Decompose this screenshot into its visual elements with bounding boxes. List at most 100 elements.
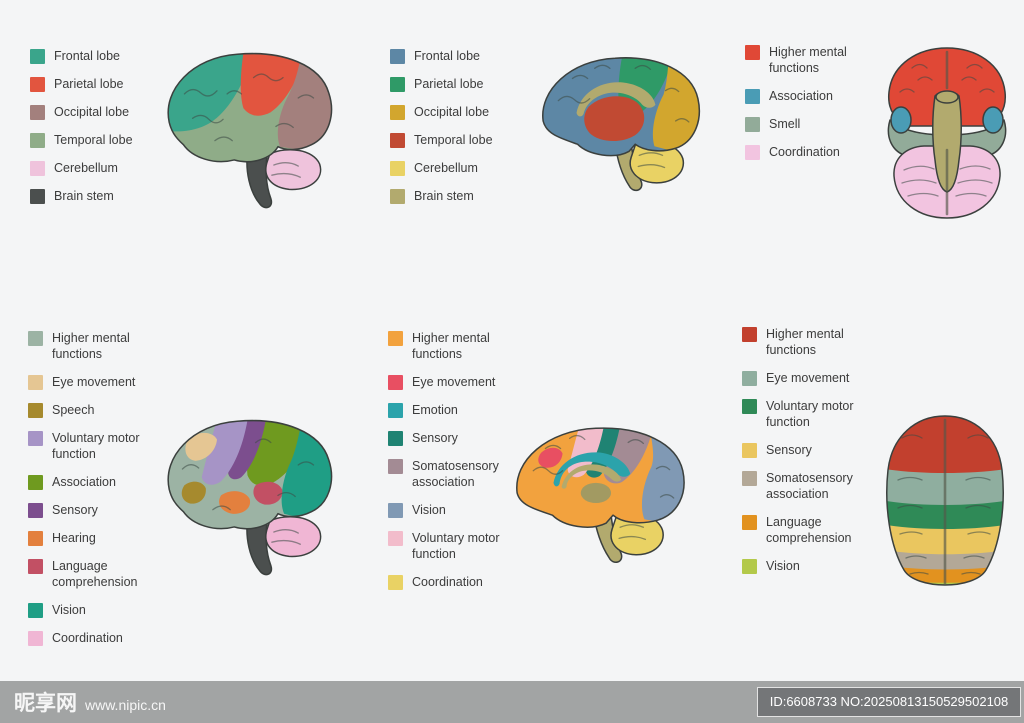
vision-region bbox=[281, 420, 332, 529]
legend-swatch bbox=[388, 503, 403, 518]
legend-label: Brain stem bbox=[414, 189, 474, 203]
legend-item: Parietal lobe bbox=[390, 76, 493, 92]
legend-item: Language comprehension bbox=[28, 558, 152, 590]
corpus-callosum-region bbox=[561, 464, 622, 489]
legend-swatch bbox=[388, 459, 403, 474]
legend-item: Association bbox=[28, 474, 152, 490]
legend-item: Somatosensory association bbox=[388, 458, 512, 490]
legend-swatch bbox=[28, 603, 43, 618]
hearing-region bbox=[219, 491, 251, 514]
legend-swatch bbox=[28, 475, 43, 490]
legend-swatch bbox=[742, 443, 757, 458]
legend-swatch bbox=[30, 77, 45, 92]
legend-swatch bbox=[742, 399, 757, 414]
legend-swatch bbox=[390, 189, 405, 204]
legend-item: Language comprehension bbox=[742, 514, 866, 546]
legend-label: Frontal lobe bbox=[414, 49, 481, 63]
legend-swatch bbox=[30, 49, 45, 64]
legend-item: Speech bbox=[28, 402, 152, 418]
legend-label: Vision bbox=[52, 603, 86, 617]
cerebrum-outline bbox=[542, 57, 701, 157]
legend-label: Sensory bbox=[412, 431, 458, 445]
legend-label: Brain stem bbox=[54, 189, 114, 203]
legend-swatch bbox=[388, 403, 403, 418]
image-id-label: ID:6608733 NO:20250813150529502108 bbox=[757, 687, 1021, 717]
legend-label: Parietal lobe bbox=[54, 77, 124, 91]
legend-label: Sensory bbox=[766, 443, 812, 457]
legend-label: Vision bbox=[412, 503, 446, 517]
legend-swatch bbox=[742, 559, 757, 574]
legend-label: Higher mental functions bbox=[769, 45, 847, 75]
cerebellum-region bbox=[265, 148, 322, 191]
legend-item: Brain stem bbox=[30, 188, 133, 204]
legend-swatch bbox=[30, 133, 45, 148]
legend-item: Smell bbox=[745, 116, 869, 132]
legend-item: Association bbox=[745, 88, 869, 104]
legend-item: Frontal lobe bbox=[30, 48, 133, 64]
site-name: 昵享网 bbox=[14, 691, 77, 715]
language-comprehension-region bbox=[253, 481, 283, 505]
legend-item: Voluntary motor function bbox=[28, 430, 152, 462]
sulci-lines bbox=[532, 434, 675, 541]
legend-swatch bbox=[28, 559, 43, 574]
brain-lateral-anatomy-illustration bbox=[167, 52, 333, 209]
cerebrum-outline bbox=[167, 419, 333, 530]
legend-label: Temporal lobe bbox=[54, 133, 133, 147]
legend-label: Parietal lobe bbox=[414, 77, 484, 91]
legend-label: Hearing bbox=[52, 531, 96, 545]
eye-movement-region bbox=[185, 432, 217, 461]
legend-swatch bbox=[745, 89, 760, 104]
legend-label: Eye movement bbox=[52, 375, 136, 389]
legend-item: Higher mental functions bbox=[388, 330, 512, 362]
legend-label: Speech bbox=[52, 403, 95, 417]
legend-label: Higher mental functions bbox=[412, 331, 490, 361]
legend-swatch bbox=[742, 371, 757, 386]
legend-item: Coordination bbox=[28, 630, 152, 646]
emotion-region bbox=[553, 452, 631, 487]
legend-item: Parietal lobe bbox=[30, 76, 133, 92]
temporal-lobe-region bbox=[584, 96, 645, 142]
legend-item: Eye movement bbox=[28, 374, 152, 390]
legend-swatch bbox=[390, 133, 405, 148]
legend-item: Temporal lobe bbox=[30, 132, 133, 148]
legend-item: Eye movement bbox=[388, 374, 512, 390]
legend-label: Occipital lobe bbox=[54, 105, 130, 119]
legend-label: Association bbox=[52, 475, 116, 489]
legend-item: Coordination bbox=[745, 144, 869, 160]
legend-item: Higher mental functions bbox=[742, 326, 866, 358]
legend-functions-superior: Higher mental functions Eye movement Vol… bbox=[742, 326, 866, 586]
legend-item: Sensory bbox=[388, 430, 512, 446]
legend-swatch bbox=[28, 331, 43, 346]
legend-label: Cerebellum bbox=[414, 161, 478, 175]
legend-label: Voluntary motor function bbox=[52, 431, 140, 461]
legend-swatch bbox=[745, 117, 760, 132]
legend-label: Higher mental functions bbox=[766, 327, 844, 357]
legend-label: Coordination bbox=[412, 575, 483, 589]
legend-label: Coordination bbox=[769, 145, 840, 159]
legend-swatch bbox=[30, 105, 45, 120]
legend-label: Higher mental functions bbox=[52, 331, 130, 361]
eye-movement-region bbox=[538, 447, 563, 468]
legend-item: Vision bbox=[28, 602, 152, 618]
legend-item: Occipital lobe bbox=[390, 104, 493, 120]
sulci-lines bbox=[899, 63, 995, 197]
legend-label: Eye movement bbox=[766, 371, 850, 385]
legend-swatch bbox=[388, 375, 403, 390]
legend-item: Emotion bbox=[388, 402, 512, 418]
legend-item: Sensory bbox=[28, 502, 152, 518]
sulci-lines bbox=[557, 64, 690, 169]
legend-item: Temporal lobe bbox=[390, 132, 493, 148]
legend-lobes-lateral: Frontal lobe Parietal lobe Occipital lob… bbox=[30, 48, 133, 216]
speech-region bbox=[181, 481, 206, 504]
corpus-callosum-region bbox=[576, 82, 656, 117]
legend-label: Language comprehension bbox=[766, 515, 852, 545]
sulci-lines bbox=[181, 438, 315, 545]
legend-item: Coordination bbox=[388, 574, 512, 590]
legend-item: Eye movement bbox=[742, 370, 866, 386]
legend-swatch bbox=[742, 515, 757, 530]
legend-swatch bbox=[28, 403, 43, 418]
legend-item: Frontal lobe bbox=[390, 48, 493, 64]
sensory-region bbox=[228, 420, 268, 480]
legend-swatch bbox=[742, 327, 757, 342]
